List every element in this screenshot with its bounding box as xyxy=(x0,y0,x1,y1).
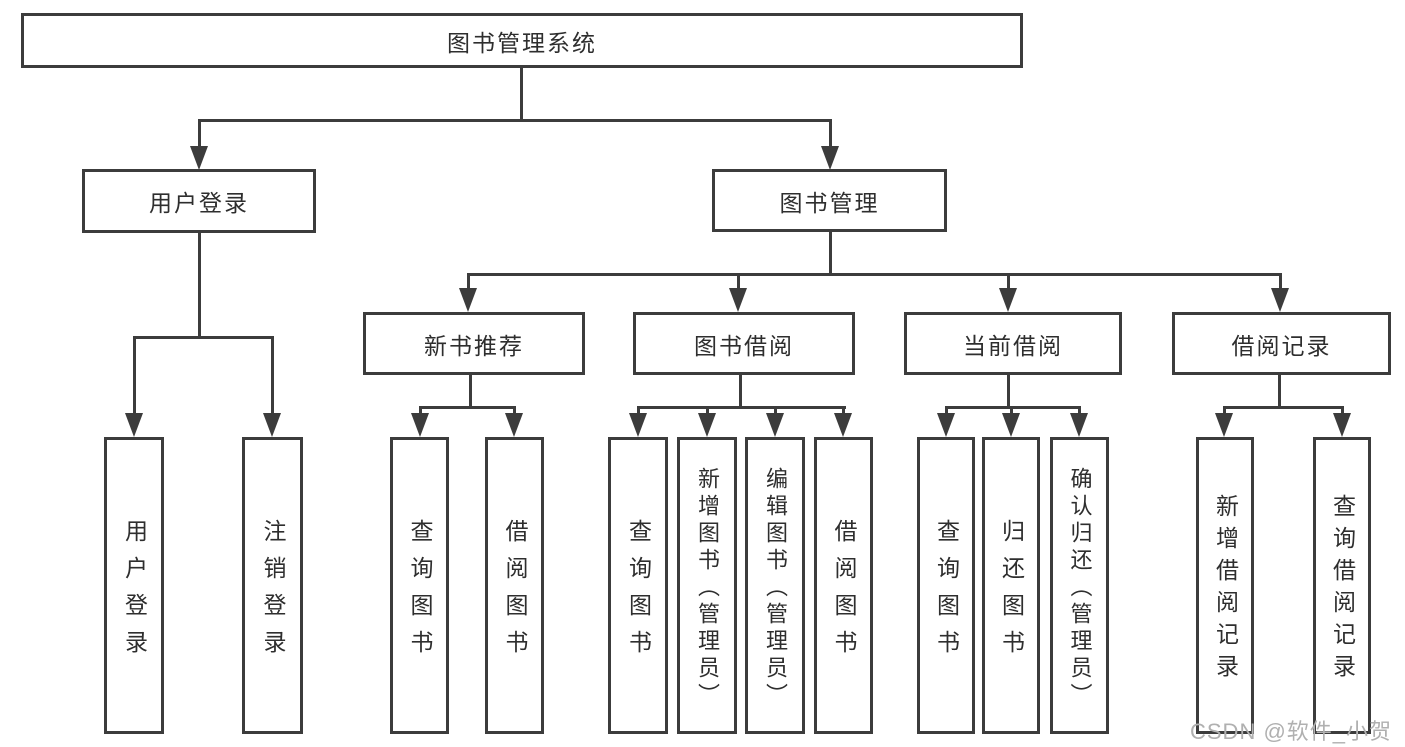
connector-line xyxy=(198,119,832,122)
arrow-down-icon xyxy=(1215,413,1233,437)
connector-line xyxy=(637,406,846,409)
leaf-logout: 注销登录 xyxy=(242,437,303,734)
connector-line xyxy=(271,336,274,416)
arrow-down-icon xyxy=(1333,413,1351,437)
connector-line xyxy=(133,336,274,339)
connector-line xyxy=(133,336,136,416)
leaf-borrow-books-recommend: 借阅图书 xyxy=(485,437,544,734)
node-label: 图书借阅 xyxy=(694,332,794,359)
connector-line xyxy=(467,273,470,291)
node-label: 新增图书（管理员） xyxy=(695,466,720,710)
arrow-down-icon xyxy=(459,288,477,312)
leaf-user-login: 用户登录 xyxy=(104,437,164,734)
node-label: 借阅图书 xyxy=(502,518,528,667)
leaf-search-borrow-record: 查询借阅记录 xyxy=(1313,437,1371,734)
arrow-down-icon xyxy=(629,413,647,437)
connector-line xyxy=(419,406,422,416)
node-label: 当前借阅 xyxy=(963,332,1063,359)
arrow-down-icon xyxy=(411,413,429,437)
arrow-down-icon xyxy=(125,413,143,437)
arrow-down-icon xyxy=(834,413,852,437)
connector-line xyxy=(1223,406,1344,409)
arrow-down-icon xyxy=(1002,413,1020,437)
arrow-down-icon xyxy=(999,288,1017,312)
connector-line xyxy=(1078,406,1081,416)
arrow-down-icon xyxy=(1271,288,1289,312)
node-label: 借阅记录 xyxy=(1231,332,1332,359)
leaf-edit-books-admin: 编辑图书（管理员） xyxy=(745,437,805,734)
connector-line xyxy=(739,374,742,409)
watermark: CSDN @软件_小贺同学 xyxy=(1190,719,1393,744)
node-label: 借阅图书 xyxy=(831,518,857,667)
node-user-login: 用户登录 xyxy=(82,169,316,233)
connector-line xyxy=(1223,406,1226,416)
arrow-down-icon xyxy=(190,146,208,170)
connector-line xyxy=(419,406,516,409)
connector-line xyxy=(520,68,523,119)
arrow-down-icon xyxy=(937,413,955,437)
connector-line xyxy=(1007,374,1010,409)
connector-line xyxy=(945,406,948,416)
leaf-add-borrow-record: 新增借阅记录 xyxy=(1196,437,1254,734)
connector-line xyxy=(1278,374,1281,409)
connector-line xyxy=(1010,406,1013,416)
arrow-down-icon xyxy=(1070,413,1088,437)
node-book-management: 图书管理 xyxy=(712,169,947,232)
connector-line xyxy=(829,232,832,276)
node-label: 新增借阅记录 xyxy=(1212,494,1239,686)
connector-line xyxy=(1341,406,1344,416)
node-label: 用户登录 xyxy=(149,190,249,216)
node-label: 图书管理 xyxy=(779,189,880,216)
leaf-return-books: 归还图书 xyxy=(982,437,1040,734)
leaf-search-books-recommend: 查询图书 xyxy=(390,437,449,734)
node-label: 新书推荐 xyxy=(424,332,524,359)
node-borrowing-records: 借阅记录 xyxy=(1172,312,1391,375)
connector-line xyxy=(469,374,472,409)
connector-line xyxy=(198,119,201,149)
node-current-borrowing: 当前借阅 xyxy=(904,312,1122,375)
connector-line xyxy=(829,119,832,149)
connector-line xyxy=(1007,273,1010,291)
connector-line xyxy=(198,233,201,339)
connector-line xyxy=(513,406,516,416)
leaf-search-books-current: 查询图书 xyxy=(917,437,975,734)
connector-line xyxy=(467,273,1282,276)
node-book-borrowing: 图书借阅 xyxy=(633,312,855,375)
node-label: 归还图书 xyxy=(998,518,1025,667)
arrow-down-icon xyxy=(821,146,839,170)
arrow-down-icon xyxy=(766,413,784,437)
connector-line xyxy=(842,406,845,416)
node-label: 确认归还（管理员） xyxy=(1067,466,1093,710)
node-new-book-recommendation: 新书推荐 xyxy=(363,312,585,375)
node-label: 查询图书 xyxy=(933,518,960,667)
arrow-down-icon xyxy=(729,288,747,312)
leaf-borrow-books: 借阅图书 xyxy=(814,437,873,734)
node-library-management-system: 图书管理系统 xyxy=(21,13,1023,68)
leaf-search-books-borrowing: 查询图书 xyxy=(608,437,668,734)
connector-line xyxy=(706,406,709,416)
arrow-down-icon xyxy=(698,413,716,437)
connector-line xyxy=(774,406,777,416)
node-label: 编辑图书（管理员） xyxy=(763,466,788,710)
node-label: 查询图书 xyxy=(407,518,433,667)
node-label: 注销登录 xyxy=(260,518,286,667)
node-label: 查询借阅记录 xyxy=(1329,494,1356,686)
node-label: 用户登录 xyxy=(121,518,148,667)
arrow-down-icon xyxy=(263,413,281,437)
node-label: 图书管理系统 xyxy=(447,29,597,56)
connector-line xyxy=(737,273,740,291)
leaf-confirm-return-admin: 确认归还（管理员） xyxy=(1050,437,1109,734)
connector-line xyxy=(637,406,640,416)
node-label: 查询图书 xyxy=(625,518,652,667)
arrow-down-icon xyxy=(505,413,523,437)
leaf-add-books-admin: 新增图书（管理员） xyxy=(677,437,737,734)
connector-line xyxy=(1279,273,1282,291)
connector-line xyxy=(945,406,1081,409)
